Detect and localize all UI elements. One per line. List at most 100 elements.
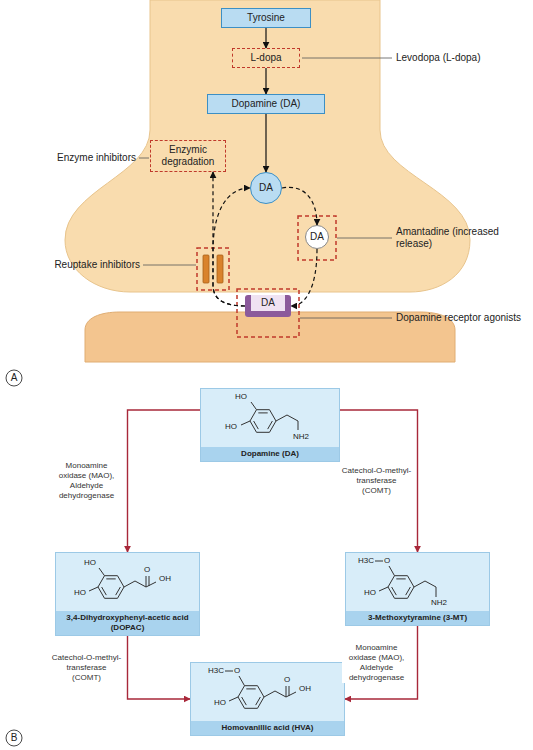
double-bond <box>268 421 273 429</box>
double-bond <box>258 412 267 413</box>
transmitter-box: Dopamine (DA) <box>207 94 325 114</box>
atom-label: HO <box>364 588 376 598</box>
callout-label: Reuptake inhibitors <box>30 259 140 271</box>
bond <box>389 566 395 576</box>
panel-letter: B <box>6 732 22 744</box>
bond <box>264 691 296 697</box>
atom-label: HO <box>74 588 86 598</box>
atom-label: O <box>384 556 390 566</box>
enzyme-label: Monoamine oxidase (MAO), Aldehyde dehydr… <box>52 461 122 501</box>
leader-line <box>302 58 392 59</box>
bond <box>241 421 250 425</box>
molecule-box: H3COOOHHOHomovanillic acid (HVA) <box>190 662 345 736</box>
double-bond <box>116 587 121 595</box>
bond <box>286 686 287 697</box>
atom-label: HO <box>214 698 226 708</box>
leader-line <box>337 238 392 239</box>
bond <box>229 697 238 701</box>
double-bond <box>254 421 259 429</box>
molecule-name: Dopamine (DA) <box>201 447 339 461</box>
receptor-target-box <box>237 289 299 337</box>
pathway-arrow <box>265 68 266 94</box>
callout-label: Amantadine (increased release) <box>396 226 526 250</box>
atom-label: HO <box>235 392 247 402</box>
bond <box>414 581 436 597</box>
node-label: Dopamine (DA) <box>212 98 320 110</box>
bond <box>225 671 233 672</box>
structure-area: HO HO NH2 <box>201 389 339 447</box>
molecule-box: HO HO NH2Dopamine (DA) <box>200 388 340 462</box>
bond <box>251 402 257 410</box>
node-label: Enzymic degradation <box>155 144 221 168</box>
bond <box>289 686 290 696</box>
dashed-flow-arrow <box>213 188 250 306</box>
double-bond <box>256 697 261 705</box>
released-dopamine-circle: DA <box>305 225 329 249</box>
bond <box>276 415 298 430</box>
atom-label: O <box>234 666 240 676</box>
molecule-box: HOOOHHO3,4-Dihydroxyphenyl-acetic acid (… <box>55 552 200 636</box>
bond <box>124 581 156 587</box>
atom-label: H3C <box>208 666 224 676</box>
pathway-arrow <box>128 410 201 552</box>
bond <box>149 576 150 586</box>
atom-label: NH2 <box>293 432 309 442</box>
callout-label: Dopamine receptor agonists <box>396 312 526 324</box>
molecule-name: 3,4-Dihydroxyphenyl-acetic acid (DOPAC) <box>56 611 199 635</box>
double-bond <box>242 697 247 705</box>
molecule-name: 3-Methoxytyramine (3-MT) <box>346 611 489 625</box>
benzene-ring <box>238 686 264 709</box>
pathway-arrow <box>265 114 266 172</box>
node-label: DA <box>259 182 273 194</box>
molecule-box: H3C O HO NH2 3-Methoxytyramine (3-MT) <box>345 552 490 626</box>
drug-target-box: L-dopa <box>232 48 300 68</box>
dashed-flow-arrow <box>291 249 317 306</box>
benzene-ring <box>98 576 124 599</box>
bond <box>379 587 388 591</box>
chemical-structure <box>201 389 339 447</box>
double-bond <box>406 587 411 595</box>
enzyme-label: Catechol-O-methyl-transferase (COMT) <box>342 466 412 496</box>
dashed-flow-arrow <box>213 172 245 306</box>
node-label: Tyrosine <box>226 12 306 24</box>
atom-label: OH <box>159 574 171 584</box>
structure-area: H3C O HO NH2 <box>346 553 489 611</box>
callout-label: Enzyme inhibitors <box>36 152 136 164</box>
precursor-box: Tyrosine <box>221 8 311 28</box>
leader-line <box>143 265 196 266</box>
pathway-arrow <box>128 636 191 699</box>
bond <box>239 676 245 686</box>
enzyme-label: Catechol-O-methyl-transferase (COMT) <box>52 653 122 683</box>
transporter-bar <box>217 255 223 283</box>
pathway-arrow <box>340 410 418 552</box>
degradation-box: Enzymic degradation <box>150 140 226 172</box>
node-label: DA <box>310 231 324 243</box>
node-label: L-dopa <box>237 52 295 64</box>
leader-line <box>139 158 149 159</box>
atom-label: H3C <box>358 556 374 566</box>
panel-letter: A <box>6 372 22 384</box>
bond <box>89 587 98 591</box>
receptor: DA <box>245 295 291 317</box>
benzene-ring <box>388 576 414 599</box>
benzene-ring <box>250 410 276 433</box>
enzyme-label: Monoamine oxidase (MAO), Aldehyde dehydr… <box>342 643 412 683</box>
dashed-flow-arrow <box>282 187 317 225</box>
atom-label: O <box>284 675 290 685</box>
double-bond <box>396 578 405 579</box>
dopamine-circle: DA <box>250 172 282 204</box>
transporter-bar <box>203 255 209 283</box>
panel-marker <box>6 370 22 386</box>
node-label: DA <box>251 295 285 311</box>
structure-area: HOOOHHO <box>56 553 199 611</box>
leader-line <box>300 318 392 319</box>
bond <box>99 568 105 576</box>
chemical-structure <box>56 553 199 611</box>
atom-label: NH2 <box>431 598 447 608</box>
atom-label: HO <box>84 558 96 568</box>
structure-area: H3C O O OH HO <box>191 663 344 721</box>
atom-label: OH <box>299 684 311 694</box>
callout-label: Levodopa (L-dopa) <box>396 52 526 64</box>
double-bond <box>392 587 397 595</box>
atom-label: HO <box>225 422 237 432</box>
